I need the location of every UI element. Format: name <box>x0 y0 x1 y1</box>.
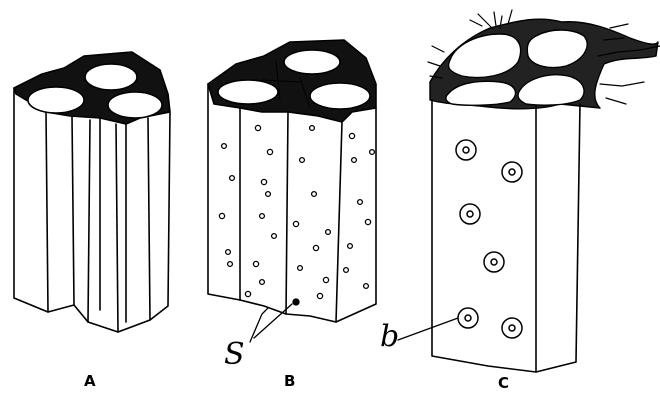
cell-lumen-b2 <box>284 50 340 74</box>
label-b: b <box>380 322 399 352</box>
tracheid-bundle-b <box>208 40 376 342</box>
cell-lumen-a1 <box>28 87 84 113</box>
panel-label-b: B <box>284 372 295 390</box>
panel-label-a: A <box>84 372 96 390</box>
leader-line-b <box>398 318 458 340</box>
cell-lumen-b3 <box>310 83 370 109</box>
column-body-b <box>208 84 376 322</box>
cell-lumen-a3 <box>108 92 162 118</box>
leader-line-s <box>250 304 292 342</box>
cell-lumen-b1 <box>218 80 278 104</box>
column-body-a <box>14 88 170 332</box>
tracheid-bundle-a <box>14 52 170 332</box>
cell-lumen-a2 <box>85 64 137 90</box>
label-s: S <box>224 340 245 370</box>
tracheid-bundle-c <box>398 10 660 372</box>
pits-c <box>456 140 522 338</box>
pits-b <box>219 125 374 305</box>
panel-label-c: C <box>498 374 509 392</box>
column-body-c <box>432 100 580 372</box>
